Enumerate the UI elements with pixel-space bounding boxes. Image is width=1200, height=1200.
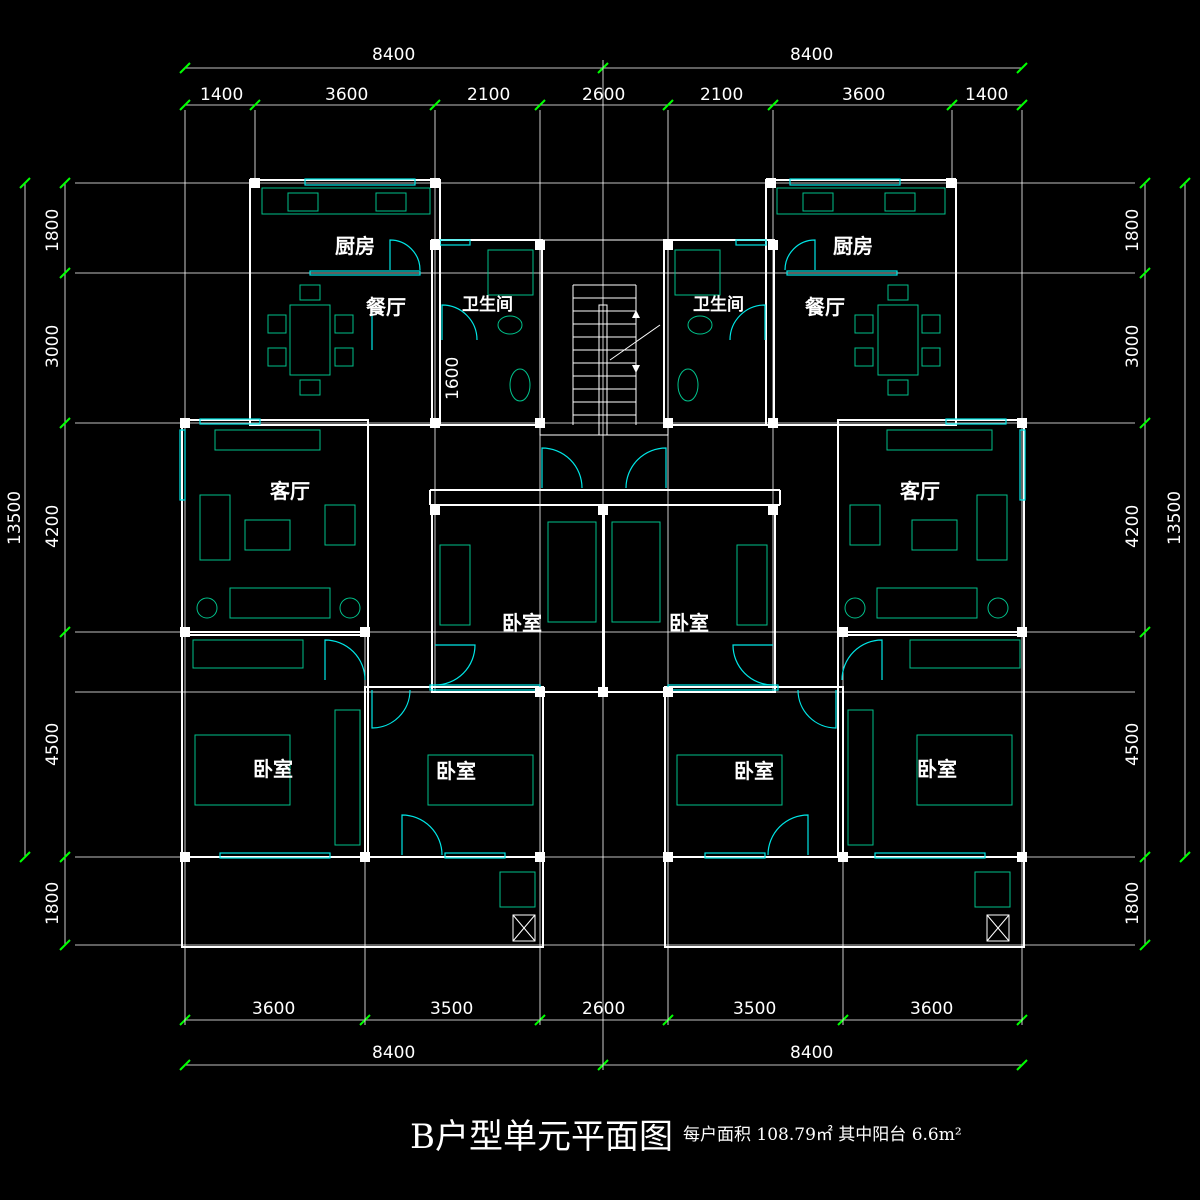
bottom-seg-3: 2600 — [582, 999, 625, 1019]
room-label-dining-left: 餐厅 — [366, 295, 406, 319]
bottom-seg-5: 3600 — [910, 999, 953, 1019]
top-seg-6: 3600 — [842, 85, 885, 105]
left-seg-4: 4500 — [43, 723, 63, 766]
top-seg-1: 1400 — [200, 85, 243, 105]
bottom-total-2: 8400 — [790, 1043, 833, 1063]
right-seg-1: 1800 — [1123, 209, 1143, 252]
drawing-subtitle: 每户面积 108.79㎡ 其中阳台 6.6m² — [683, 1125, 962, 1145]
right-seg-4: 4500 — [1123, 723, 1143, 766]
right-seg-2: 3000 — [1123, 325, 1143, 368]
right-total: 13500 — [1165, 491, 1185, 545]
bottom-seg-4: 3500 — [733, 999, 776, 1019]
top-seg-7: 1400 — [965, 85, 1008, 105]
room-label-dining-right: 餐厅 — [805, 295, 845, 319]
left-seg-5: 1800 — [43, 882, 63, 925]
bottom-seg-2: 3500 — [430, 999, 473, 1019]
columns — [180, 178, 1027, 862]
room-label-living-left: 客厅 — [269, 479, 310, 503]
room-label-bedroom-mid-right: 卧室 — [669, 611, 709, 635]
bottom-total-1: 8400 — [372, 1043, 415, 1063]
room-label-bath-left: 卫生间 — [462, 294, 513, 315]
left-total: 13500 — [5, 491, 25, 545]
top-total-1: 8400 — [372, 45, 415, 65]
top-seg-3: 2100 — [467, 85, 510, 105]
room-label-bedroom-br2: 卧室 — [917, 757, 957, 781]
room-label-bedroom-bl2: 卧室 — [436, 759, 476, 783]
bottom-seg-1: 3600 — [252, 999, 295, 1019]
room-label-bedroom-bl1: 卧室 — [253, 757, 293, 781]
stair-dimension: 1600 — [443, 357, 463, 400]
bottom-dimension-lines — [179, 1014, 1028, 1071]
drawing-title: B户型单元平面图 — [410, 1117, 673, 1157]
doors — [324, 239, 883, 856]
room-label-living-right: 客厅 — [899, 479, 940, 503]
top-seg-4: 2600 — [582, 85, 625, 105]
stairs — [572, 284, 661, 436]
furniture — [192, 187, 1021, 942]
top-seg-5: 2100 — [700, 85, 743, 105]
left-seg-2: 3000 — [43, 325, 63, 368]
left-seg-1: 1800 — [43, 209, 63, 252]
room-label-bedroom-mid-left: 卧室 — [502, 611, 542, 635]
room-label-bedroom-br1: 卧室 — [734, 759, 774, 783]
room-label-kitchen-left: 厨房 — [335, 234, 375, 258]
room-label-bath-right: 卫生间 — [693, 294, 744, 315]
right-seg-5: 1800 — [1123, 882, 1143, 925]
top-total-2: 8400 — [790, 45, 833, 65]
right-seg-3: 4200 — [1123, 505, 1143, 548]
room-label-kitchen-right: 厨房 — [833, 234, 873, 258]
top-dimension-lines — [179, 62, 1028, 111]
left-seg-3: 4200 — [43, 505, 63, 548]
top-seg-2: 3600 — [325, 85, 368, 105]
side-dimension-lines — [19, 177, 1191, 951]
